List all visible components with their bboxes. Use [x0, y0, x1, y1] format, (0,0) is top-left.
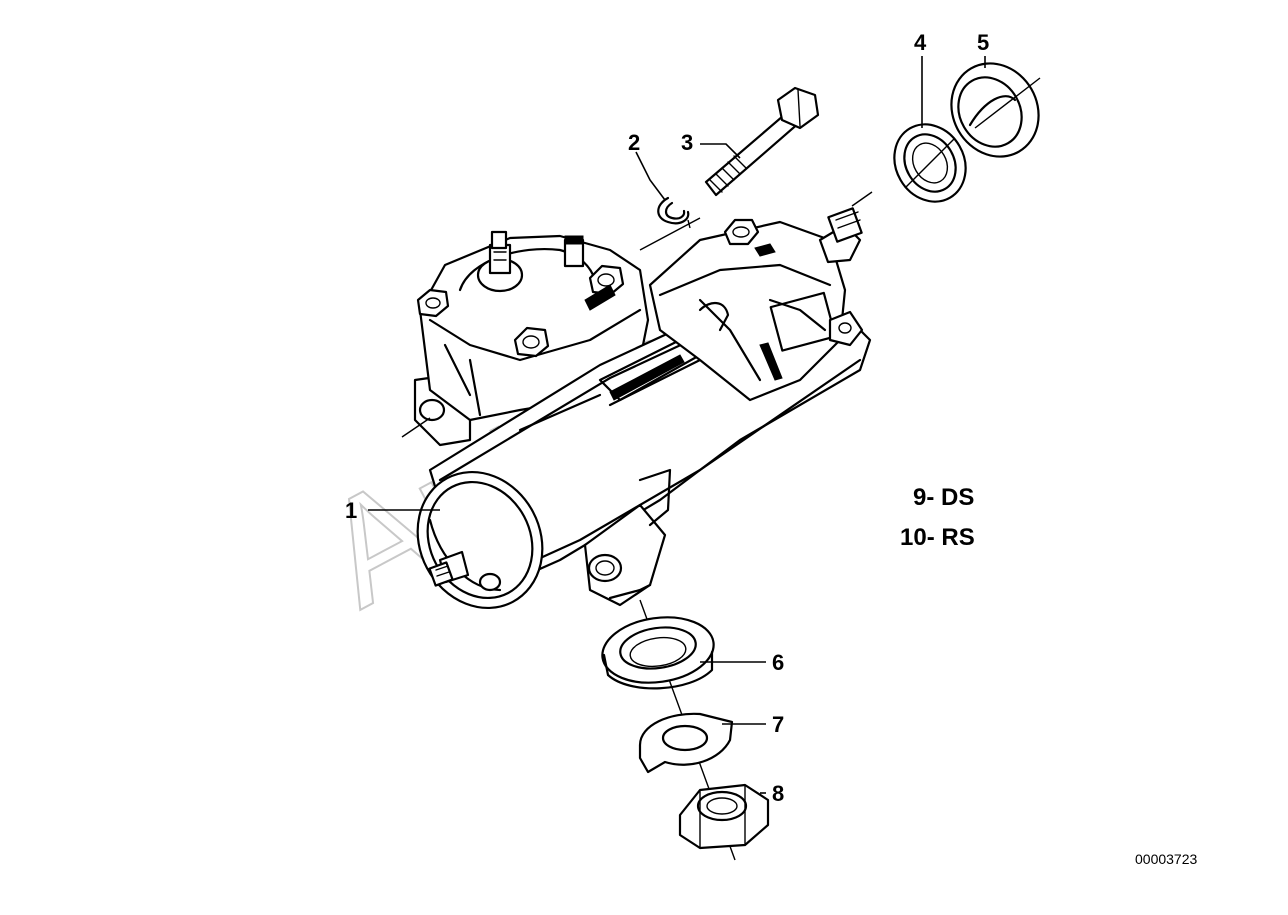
- callout-7: 7: [772, 712, 784, 737]
- legend-rs: 10- RS: [900, 524, 975, 551]
- hex-nut: [678, 783, 770, 850]
- callout-3: 3: [681, 130, 693, 155]
- callout-8: 8: [772, 781, 784, 806]
- callout-1: 1: [345, 498, 357, 523]
- callout-5: 5: [977, 30, 989, 55]
- valve-body-bolt: [513, 326, 550, 358]
- seal-ring: [893, 123, 967, 203]
- bearing-cup: [950, 62, 1041, 158]
- circlip: [639, 196, 701, 251]
- bolt: [704, 86, 820, 197]
- lock-washer: [638, 712, 734, 774]
- callout-6: 6: [772, 650, 784, 675]
- legend-ds: 9- DS: [913, 484, 974, 511]
- valve-body-bolt: [416, 288, 450, 318]
- diagram-part-number: 00003723: [1135, 851, 1198, 867]
- dust-seal: [601, 616, 715, 690]
- leader-2: [635, 151, 666, 201]
- valve-body-bolt: [588, 264, 625, 296]
- steering-gear-housing: [401, 191, 873, 610]
- leader-3: [700, 143, 741, 159]
- callout-4: 4: [914, 30, 927, 55]
- callout-2: 2: [628, 130, 640, 155]
